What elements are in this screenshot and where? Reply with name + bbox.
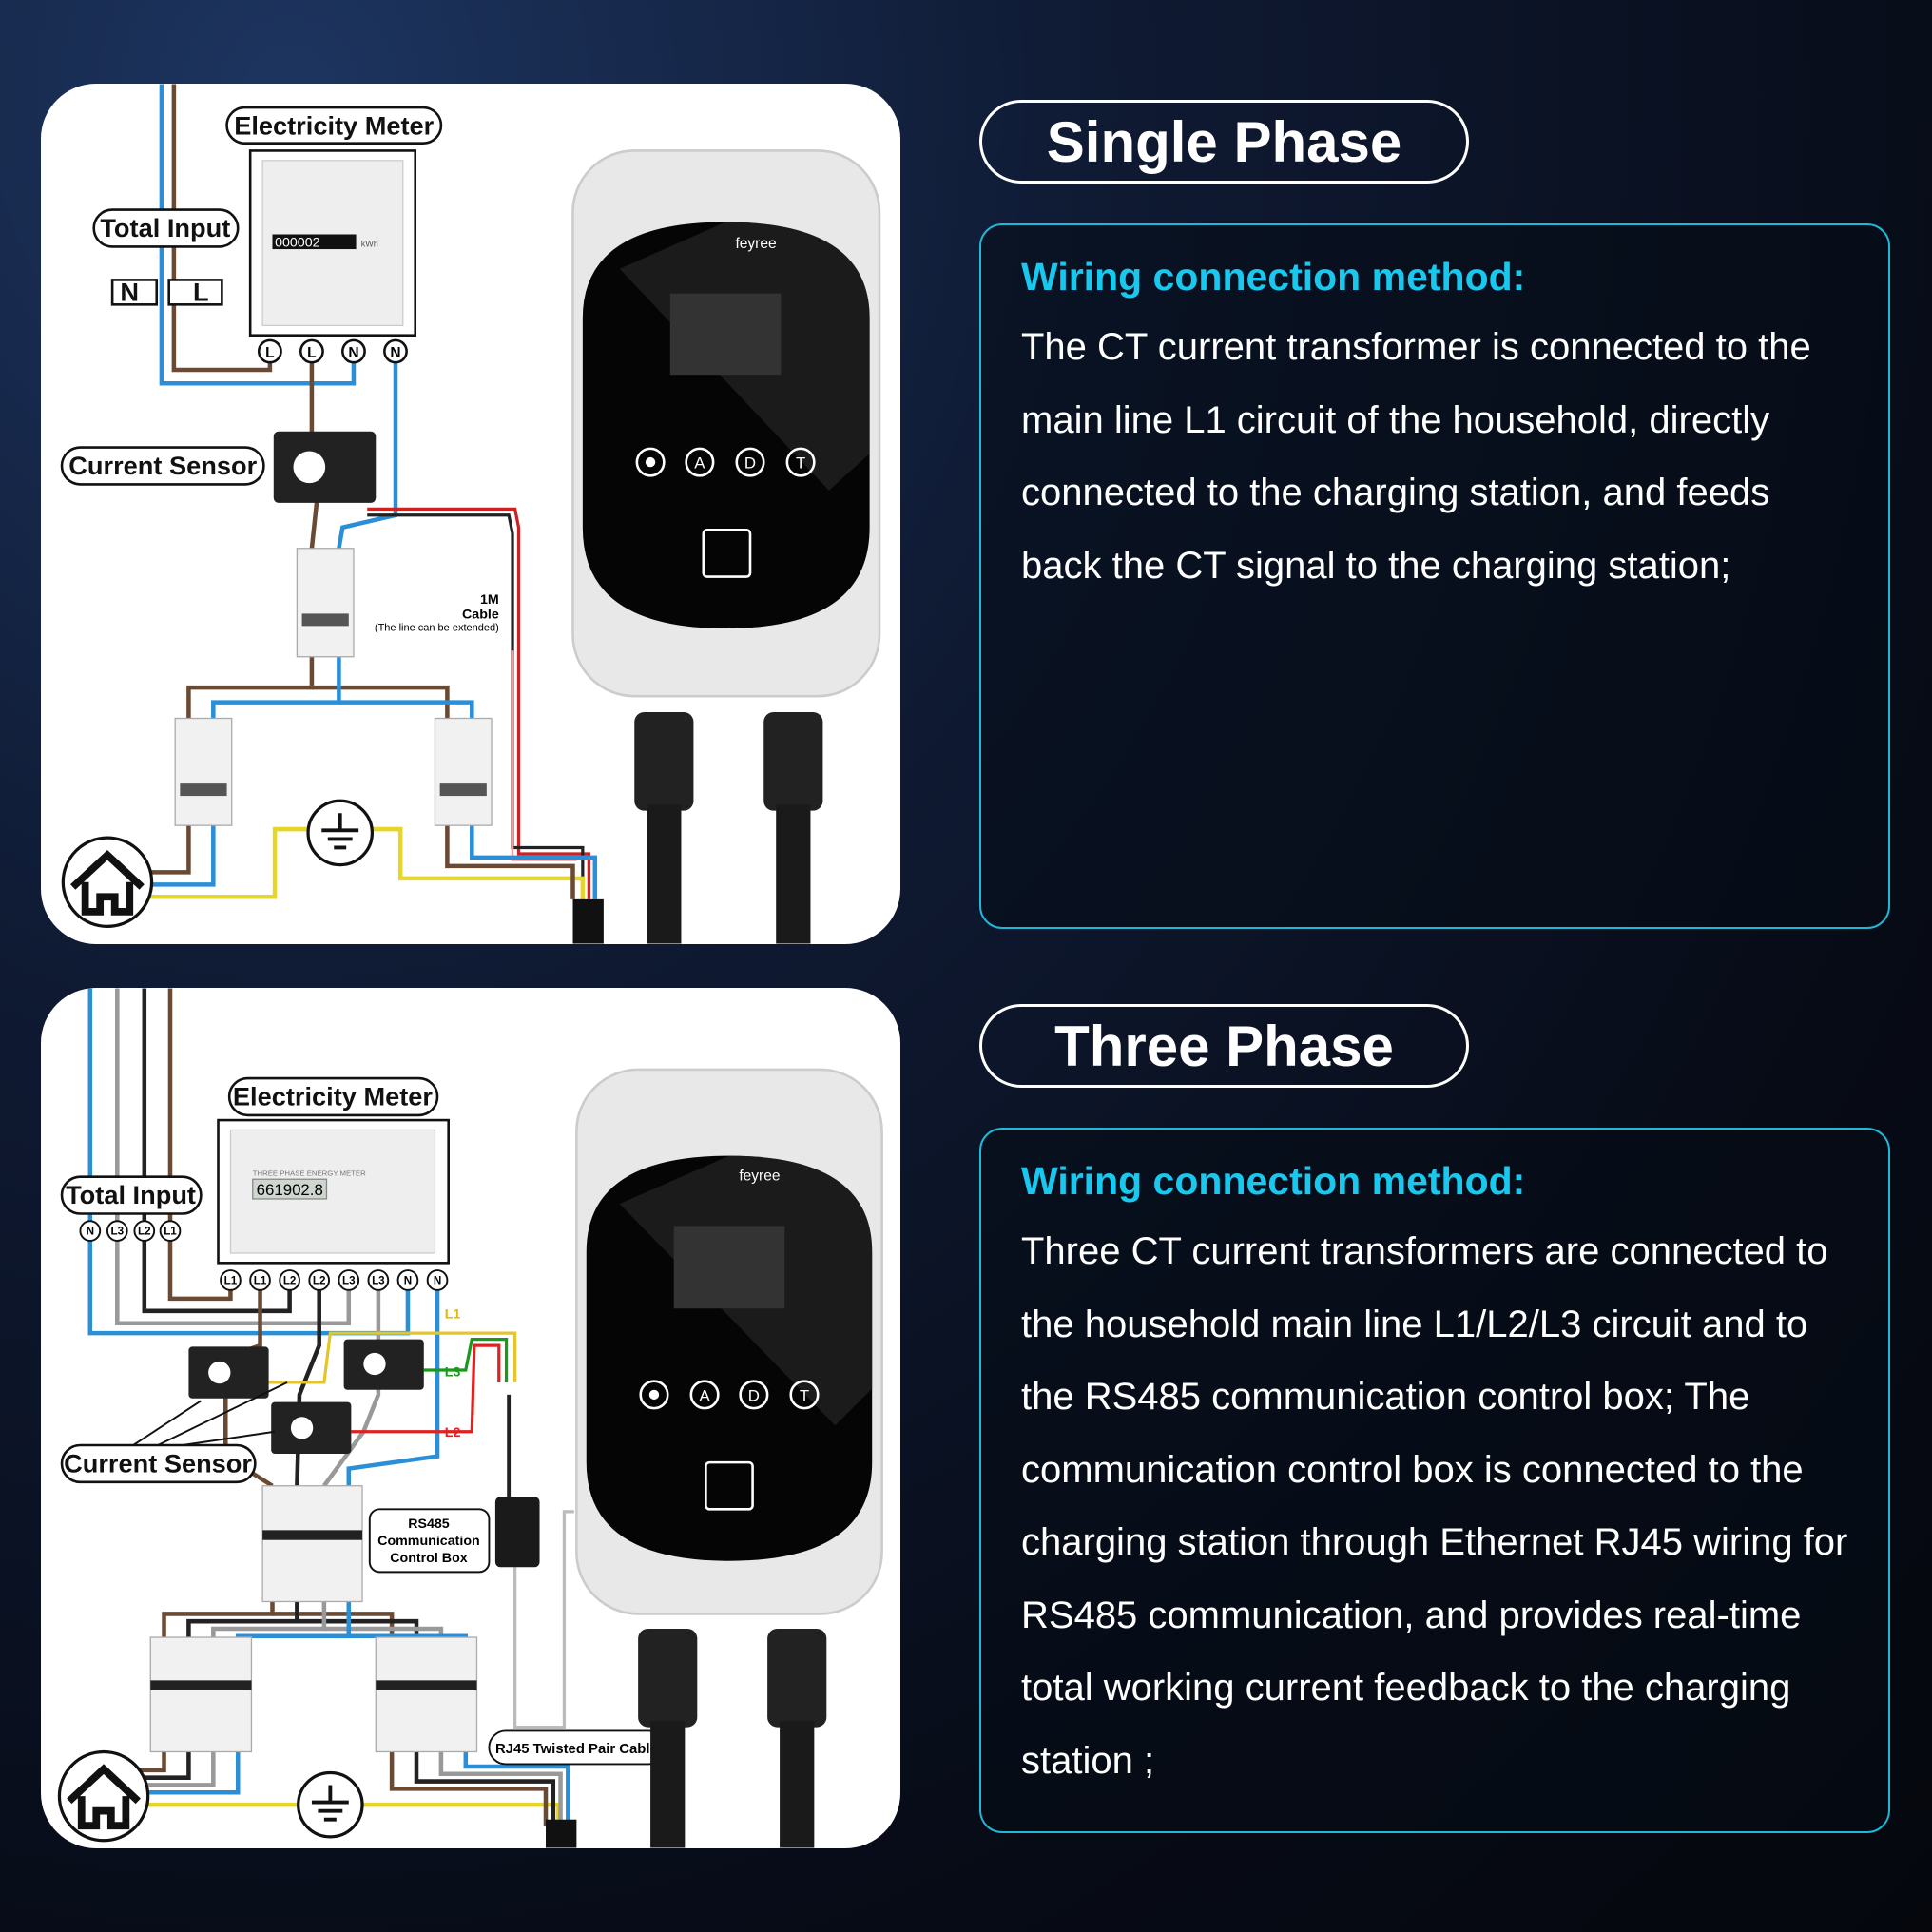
- main-breaker-icon: [296, 548, 355, 658]
- svg-text:(The line can be extended): (The line can be extended): [375, 623, 499, 634]
- single-phase-description-box: Wiring connection method: The CT current…: [979, 223, 1890, 929]
- svg-text:L3: L3: [111, 1226, 125, 1238]
- three-phase-title: Three Phase: [979, 1004, 1469, 1088]
- svg-text:L: L: [307, 345, 317, 361]
- svg-text:N: N: [87, 1226, 94, 1238]
- svg-text:L3: L3: [342, 1274, 356, 1286]
- rs485-label: RS485 Communication Control Box: [377, 1517, 480, 1566]
- single-phase-heading: Wiring connection method:: [1021, 255, 1526, 299]
- total-input-label: Total Input: [66, 1180, 196, 1209]
- svg-text:L2: L2: [445, 1425, 461, 1440]
- meter-display: 661902.8: [257, 1181, 323, 1199]
- svg-text:kWh: kWh: [361, 239, 378, 248]
- svg-text:N: N: [434, 1274, 441, 1286]
- svg-text:L1: L1: [254, 1274, 267, 1286]
- svg-text:L3: L3: [445, 1364, 461, 1380]
- meter-label: Electricity Meter: [234, 111, 434, 141]
- meter-terminals: L L N N: [257, 338, 408, 364]
- ev-charger: feyree A D T: [571, 149, 881, 944]
- three-phase-heading: Wiring connection method:: [1021, 1159, 1526, 1203]
- svg-text:000002: 000002: [275, 235, 320, 250]
- three-phase-description: Three CT current transformers are connec…: [1021, 1230, 1848, 1782]
- total-input-label: Total Input: [100, 213, 230, 242]
- svg-text:1M: 1M: [480, 592, 499, 608]
- svg-text:A: A: [694, 454, 705, 473]
- svg-text:L2: L2: [283, 1274, 297, 1286]
- brand-logo: feyree: [735, 236, 776, 252]
- svg-text:T: T: [800, 1386, 809, 1404]
- breaker-icon: [434, 717, 493, 826]
- ground-icon: [297, 1770, 364, 1839]
- single-phase-title: Single Phase: [979, 100, 1469, 184]
- svg-text:A: A: [699, 1386, 710, 1404]
- svg-text:Cable: Cable: [462, 608, 499, 623]
- single-phase-description: The CT current transformer is connected …: [1021, 326, 1811, 587]
- svg-text:THREE PHASE ENERGY METER: THREE PHASE ENERGY METER: [253, 1169, 366, 1177]
- svg-text:Control Box: Control Box: [390, 1551, 468, 1566]
- rs485-box-icon: [494, 1497, 540, 1568]
- svg-text:L1: L1: [445, 1307, 461, 1323]
- meter-terminals: L1 L1 L2 L2 L3 L3 N N: [220, 1269, 449, 1291]
- main-breaker-icon: [261, 1485, 363, 1603]
- rj45-label: RJ45 Twisted Pair Cable: [495, 1742, 658, 1757]
- svg-text:L2: L2: [313, 1274, 326, 1286]
- single-phase-diagram: Electricity Meter 000002 kWh Total Input…: [41, 84, 900, 944]
- svg-text:N: N: [120, 277, 139, 306]
- svg-text:N: N: [348, 345, 358, 361]
- meter-display: [272, 234, 357, 250]
- breaker-icon: [149, 1636, 253, 1753]
- svg-text:RS485: RS485: [408, 1517, 450, 1532]
- meter-label-pill: [225, 106, 443, 145]
- svg-text:L2: L2: [138, 1226, 151, 1238]
- brand-logo: feyree: [739, 1169, 780, 1185]
- svg-text:D: D: [748, 1386, 760, 1404]
- svg-text:L: L: [265, 345, 275, 361]
- svg-text:Communication: Communication: [377, 1534, 480, 1549]
- current-sensor-label: Current Sensor: [68, 451, 257, 480]
- svg-text:D: D: [744, 454, 756, 473]
- three-phase-description-box: Wiring connection method: Three CT curre…: [979, 1128, 1890, 1833]
- three-phase-diagram: Electricity Meter THREE PHASE ENERGY MET…: [41, 988, 900, 1848]
- meter-label: Electricity Meter: [233, 1082, 433, 1111]
- svg-text:N: N: [390, 345, 400, 361]
- svg-text:L: L: [193, 277, 209, 306]
- current-sensor-label: Current Sensor: [64, 1448, 252, 1478]
- ground-icon: [306, 799, 375, 867]
- svg-text:N: N: [404, 1274, 412, 1286]
- breaker-icon: [174, 717, 233, 826]
- svg-text:L1: L1: [164, 1226, 177, 1238]
- svg-text:L3: L3: [372, 1274, 385, 1286]
- breaker-icon: [375, 1636, 478, 1753]
- ev-charger: feyree A D T: [575, 1068, 883, 1848]
- svg-text:L1: L1: [224, 1274, 238, 1286]
- svg-text:T: T: [796, 454, 805, 473]
